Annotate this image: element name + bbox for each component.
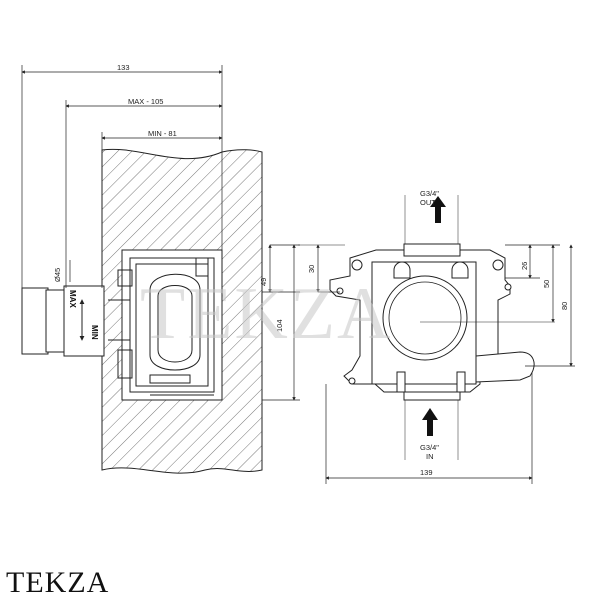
- outlet-size: G3/4": [420, 189, 439, 198]
- valve-body-side: [108, 257, 215, 396]
- dim-133: 133: [117, 63, 130, 72]
- dim-104: 104: [275, 319, 284, 332]
- max-label: MAX: [68, 290, 77, 308]
- inlet-arrow: [422, 408, 438, 436]
- brand-logo-text: TEKZA: [6, 566, 110, 599]
- outlet-label: OUT: [420, 198, 436, 207]
- cartridge-circle: [382, 275, 468, 361]
- front-view: G3/4" OUT G3/4" IN 30 26 50 80 139: [298, 189, 575, 484]
- side-bracket: [475, 351, 535, 383]
- dim-max-105: MAX - 105: [128, 97, 163, 106]
- side-view: MAX MIN 133 MAX - 105 MIN - 81 Ø45 104 4…: [21, 63, 300, 474]
- watermark: TEKZA: [140, 273, 393, 355]
- mounting-holes: [336, 259, 526, 393]
- side-dimensions: [21, 65, 300, 401]
- front-dimensions: [316, 244, 575, 484]
- dim-diameter-45: Ø45: [53, 268, 62, 282]
- dim-min-81: MIN - 81: [148, 129, 177, 138]
- inlet-label: IN: [426, 452, 434, 461]
- dim-49: 49: [259, 278, 268, 286]
- dim-26: 26: [520, 262, 529, 270]
- cover-plate-side: [21, 285, 105, 357]
- outlet-arrow: [430, 196, 446, 223]
- inlet-size: G3/4": [420, 443, 439, 452]
- dim-139: 139: [420, 468, 433, 477]
- center-lines: [298, 195, 555, 460]
- dim-50: 50: [542, 280, 551, 288]
- dim-80: 80: [560, 302, 569, 310]
- dim-30: 30: [307, 265, 316, 273]
- cartridge-inner-circle: [388, 281, 462, 355]
- min-label: MIN: [90, 325, 99, 340]
